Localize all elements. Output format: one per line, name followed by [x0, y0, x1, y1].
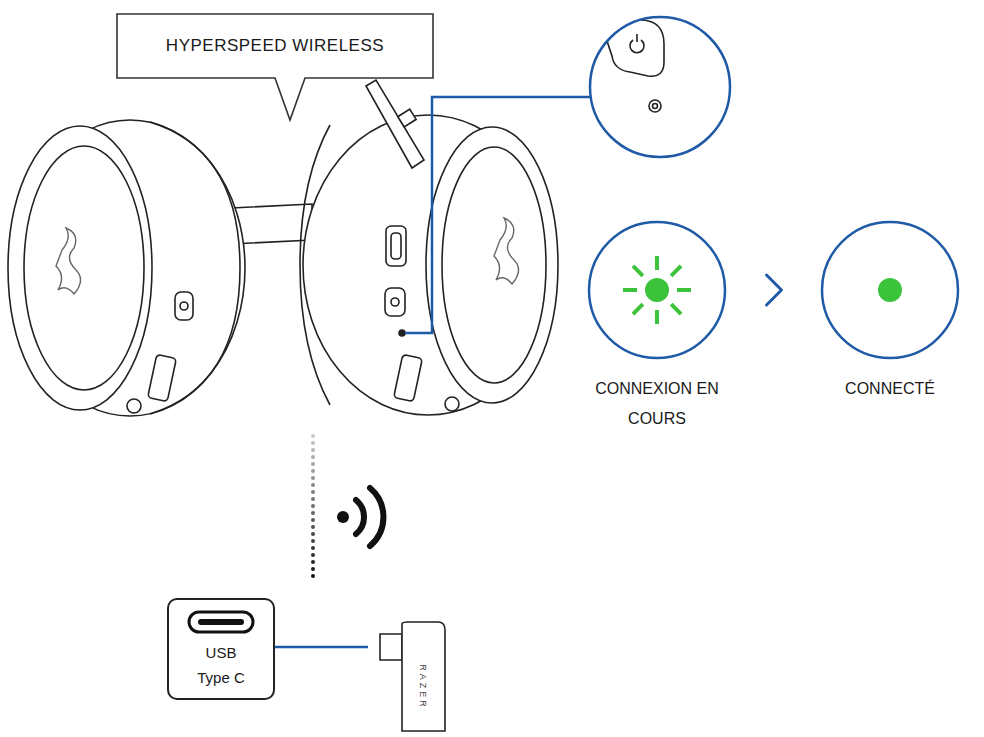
bubble-shape: [117, 14, 433, 120]
usb-port-box: USB Type C: [167, 598, 275, 700]
circle-outline: [589, 222, 725, 358]
node-label: CONNECTÉ: [795, 374, 984, 404]
led-dot: [878, 278, 902, 302]
wireless-icon: [337, 488, 383, 546]
usb-port: [386, 226, 406, 266]
callout-circle: [590, 17, 730, 157]
led-dot: [645, 278, 669, 302]
right-panel: [442, 147, 546, 383]
node-label: HYPERSPEED WIRELESS: [119, 12, 431, 80]
headband: [232, 204, 312, 244]
speech-bubble: HYPERSPEED WIRELESS: [115, 12, 447, 124]
node-label: CONNEXION EN COURS: [577, 374, 737, 434]
status-circle: CONNEXION EN COURS: [587, 220, 727, 442]
power-icon: [391, 298, 399, 306]
blink-ray: [633, 304, 643, 314]
node-label: RAZER: [418, 647, 428, 727]
blink-ray: [655, 256, 659, 270]
right-cushion: [426, 127, 558, 403]
mic-joint: [398, 109, 416, 127]
connector-arrow: [767, 275, 782, 305]
blink-ray: [671, 266, 681, 276]
right-wheel: [394, 354, 423, 401]
left-button: [175, 292, 193, 320]
left-jack: [127, 399, 141, 413]
speech-bubble-outline: [115, 12, 435, 124]
left-wheel: [148, 354, 177, 401]
dongle: RAZER: [378, 620, 448, 733]
wireless-dotted-line: [311, 434, 315, 578]
blink-ray: [677, 288, 691, 292]
usb-c-port-icon: [189, 612, 253, 632]
right-cup-rim: [300, 125, 330, 405]
headset: [8, 80, 558, 416]
dongle-plug: [380, 634, 402, 660]
left-cushion: [8, 126, 152, 410]
blink-ray: [633, 266, 643, 276]
razer-logos: [56, 218, 519, 294]
circle-outline: [822, 222, 958, 358]
blink-ray: [671, 304, 681, 314]
usb-box-outline: [168, 599, 274, 699]
right-jack: [445, 397, 459, 411]
leader-line: [405, 97, 590, 333]
status-circle-outline: [587, 220, 727, 442]
status-circle: CONNECTÉ: [820, 220, 960, 442]
usb-port-inner: [391, 233, 401, 259]
usb-c-port-tongue: [198, 619, 244, 625]
blink-ray: [623, 288, 637, 292]
node-label: USB Type C: [191, 640, 251, 690]
left-panel: [24, 146, 144, 390]
mic-boom: [366, 80, 424, 168]
status-circle-outline: [820, 220, 960, 442]
left-button-icon: [180, 302, 188, 310]
dongle-outline: [378, 620, 448, 733]
led: [399, 330, 405, 336]
blink-ray: [655, 310, 659, 324]
power-button: [385, 288, 405, 316]
dongle-body: [402, 622, 445, 731]
